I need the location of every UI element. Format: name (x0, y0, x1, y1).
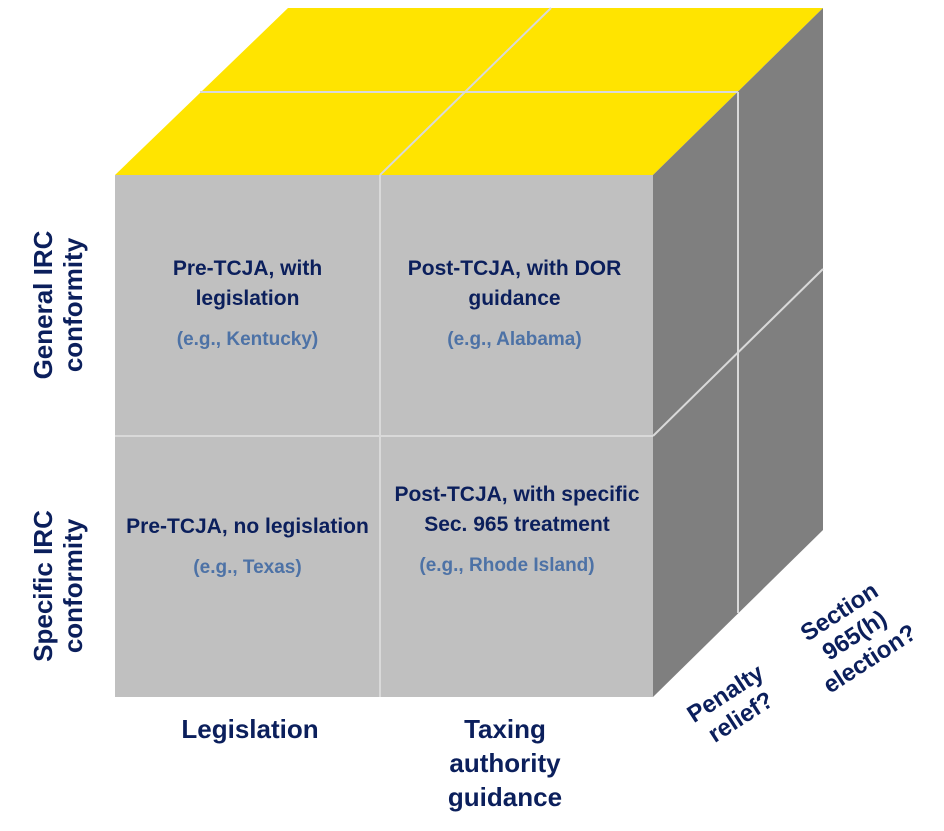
cell-example: (e.g., Kentucky) (176, 329, 319, 350)
cell-post-tcja-specific-sec-965: Post-TCJA, with specific Sec. 965 treatm… (392, 480, 642, 580)
column-label-legislation: Legislation (181, 714, 319, 744)
cell-post-tcja-with-dor-guidance: Post-TCJA, with DOR guidance (e.g., Alab… (392, 254, 637, 354)
cell-title: Post-TCJA, with DOR guidance (407, 257, 622, 310)
cell-pre-tcja-no-legislation: Pre-TCJA, no legislation (e.g., Texas) (125, 512, 370, 582)
row-label-specific-irc-conformity: Specific IRC conformity (28, 510, 88, 662)
cell-example: (e.g., Texas) (193, 557, 302, 578)
side-height-divider (652, 268, 824, 437)
cell-title: Pre-TCJA, no legislation (126, 515, 369, 538)
cell-example: (e.g., Alabama) (447, 329, 582, 350)
row-label-general-irc-conformity: General IRC conformity (28, 230, 88, 380)
cell-pre-tcja-with-legislation: Pre-TCJA, with legislation (e.g., Kentuc… (125, 254, 370, 354)
cell-example: (e.g., Rhode Island) (419, 555, 595, 576)
column-label-taxing-authority-guidance: Taxing authority guidance (447, 714, 563, 812)
cube-grid-lines (115, 7, 824, 697)
cell-title: Post-TCJA, with specific Sec. 965 treatm… (394, 483, 640, 536)
cell-title: Pre-TCJA, with legislation (172, 257, 323, 310)
